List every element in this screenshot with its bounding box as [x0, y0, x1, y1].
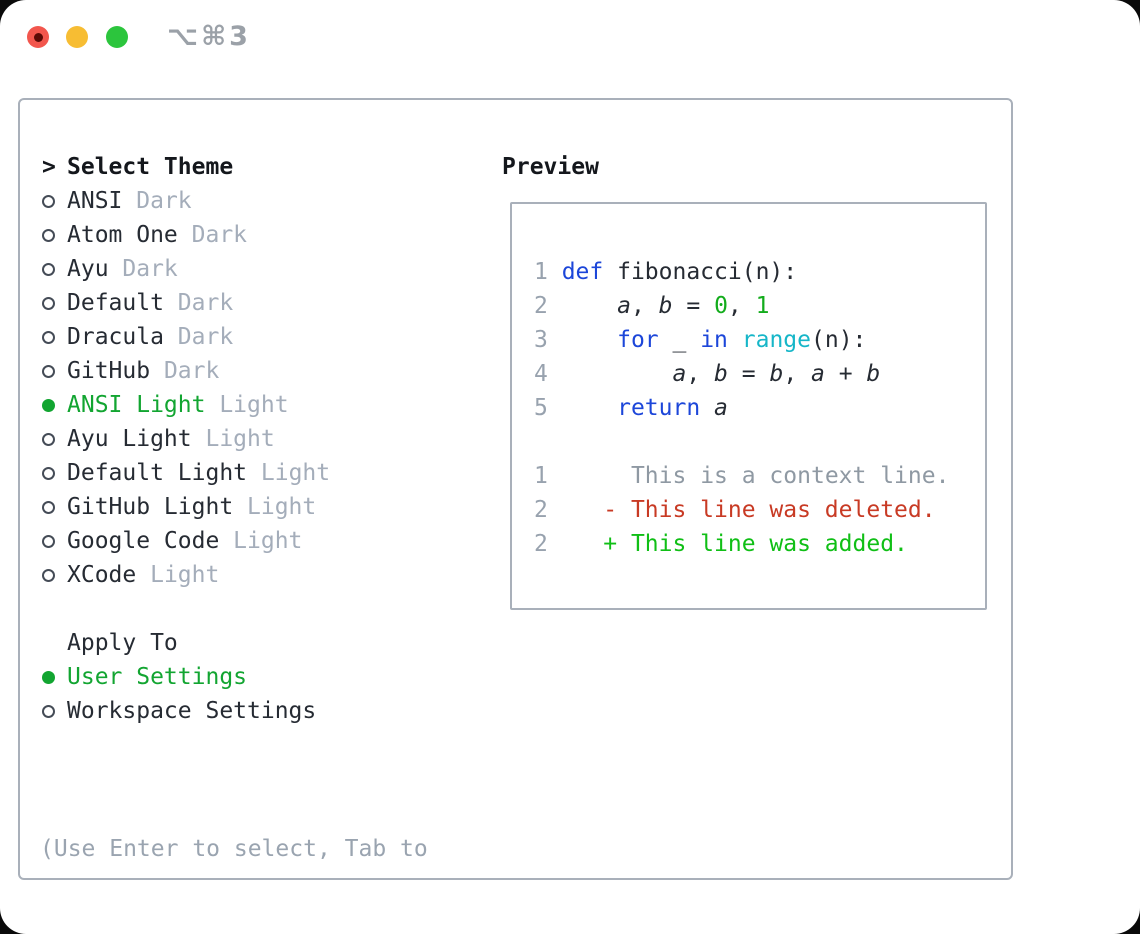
- radio-icon: [42, 262, 55, 276]
- keyboard-hint: (Use Enter to select, Tab to change focu…: [40, 762, 428, 934]
- theme-name: Default: [67, 290, 178, 316]
- theme-variant: Dark: [177, 290, 234, 316]
- theme-variant: Dark: [136, 188, 192, 214]
- maximize-button[interactable]: [106, 26, 128, 48]
- theme-option[interactable]: XCode Light: [42, 558, 502, 592]
- theme-picker-panel: > Select Theme ANSI Dark Atom One Dark A…: [18, 98, 1013, 880]
- code-line: 1 def fibonacci(n):: [534, 259, 798, 285]
- theme-option[interactable]: GitHub Light Light: [42, 490, 502, 524]
- theme-option[interactable]: Ayu Dark: [42, 252, 502, 286]
- preview-title: Preview: [502, 154, 599, 180]
- code-line: [534, 425, 949, 459]
- record-dot-icon: [33, 32, 43, 42]
- radio-icon: [42, 704, 55, 718]
- code-line: 2 - This line was deleted.: [534, 497, 936, 523]
- apply-to-title: Apply To: [67, 630, 178, 656]
- theme-variant: Dark: [122, 256, 178, 282]
- select-theme-title: Select Theme: [67, 154, 234, 180]
- theme-name: ANSI Light: [67, 392, 220, 418]
- theme-name: Atom One: [67, 222, 192, 248]
- theme-name: Ayu: [67, 256, 123, 282]
- theme-variant: Light: [260, 460, 331, 486]
- theme-option[interactable]: Default Light Light: [42, 456, 502, 490]
- radio-icon: [42, 432, 55, 446]
- theme-variant: Light: [150, 562, 220, 588]
- theme-name: GitHub: [67, 358, 164, 384]
- theme-name: Dracula: [67, 324, 178, 350]
- radio-icon: [42, 330, 55, 344]
- preview-pane: 1 def fibonacci(n): 2 a, b = 0, 1 3 for _ …: [510, 202, 987, 610]
- code-line: 4 a, b = b, a + b: [534, 361, 881, 387]
- theme-name: Ayu Light: [67, 426, 206, 452]
- apply-to-label: User Settings: [67, 664, 248, 690]
- theme-name: GitHub Light: [67, 494, 248, 520]
- code-line: 5 return a: [534, 395, 728, 421]
- window-title: ⌥⌘3: [167, 21, 251, 52]
- theme-name: Google Code: [67, 528, 234, 554]
- theme-option[interactable]: Atom One Dark: [42, 218, 502, 252]
- radio-icon: [42, 398, 55, 412]
- theme-variant: Dark: [163, 358, 220, 384]
- title-bar: ⌥⌘3: [0, 0, 1140, 74]
- apply-to-option[interactable]: User Settings: [42, 660, 502, 694]
- apply-to-label: Workspace Settings: [67, 698, 317, 724]
- radio-icon: [42, 568, 55, 582]
- theme-variant: Light: [247, 494, 317, 520]
- code-line: 2 + This line was added.: [534, 531, 908, 557]
- theme-options-list: ANSI Dark Atom One Dark Ayu Dark Default…: [42, 184, 502, 592]
- radio-icon: [42, 194, 55, 208]
- theme-option[interactable]: Default Dark: [42, 286, 502, 320]
- apply-to-header: Apply To: [42, 626, 502, 660]
- radio-icon: [42, 296, 55, 310]
- hint-line-1: (Use Enter to select, Tab to: [40, 836, 428, 862]
- radio-icon: [42, 534, 55, 548]
- theme-option[interactable]: Google Code Light: [42, 524, 502, 558]
- theme-name: XCode: [67, 562, 151, 588]
- radio-icon: [42, 500, 55, 514]
- radio-icon: [42, 364, 55, 378]
- theme-option[interactable]: ANSI Dark: [42, 184, 502, 218]
- theme-variant: Light: [219, 392, 289, 418]
- radio-icon: [42, 466, 55, 480]
- theme-option[interactable]: Ayu Light Light: [42, 422, 502, 456]
- theme-option[interactable]: ANSI Light Light: [42, 388, 502, 422]
- theme-name: ANSI: [67, 188, 137, 214]
- select-theme-header: > Select Theme: [42, 150, 502, 184]
- theme-list-section: > Select Theme ANSI Dark Atom One Dark A…: [42, 150, 502, 728]
- radio-icon: [42, 670, 55, 684]
- apply-to-options-list: User Settings Workspace Settings: [42, 660, 502, 728]
- code-preview: 1 def fibonacci(n): 2 a, b = 0, 1 3 for _ …: [534, 255, 949, 561]
- apply-to-option[interactable]: Workspace Settings: [42, 694, 502, 728]
- close-button[interactable]: [27, 26, 49, 48]
- theme-name: Default Light: [67, 460, 261, 486]
- theme-option[interactable]: GitHub Dark: [42, 354, 502, 388]
- theme-variant: Light: [205, 426, 275, 452]
- theme-variant: Dark: [191, 222, 248, 248]
- theme-option[interactable]: Dracula Dark: [42, 320, 502, 354]
- code-line: 3 for _ in range(n):: [534, 327, 867, 353]
- theme-variant: Dark: [177, 324, 234, 350]
- code-line: 1 This is a context line.: [534, 463, 950, 489]
- code-line: 2 a, b = 0, 1: [534, 293, 770, 319]
- cursor-caret-icon: >: [42, 154, 70, 180]
- minimize-button[interactable]: [66, 26, 88, 48]
- radio-icon: [42, 228, 55, 242]
- theme-variant: Light: [233, 528, 303, 554]
